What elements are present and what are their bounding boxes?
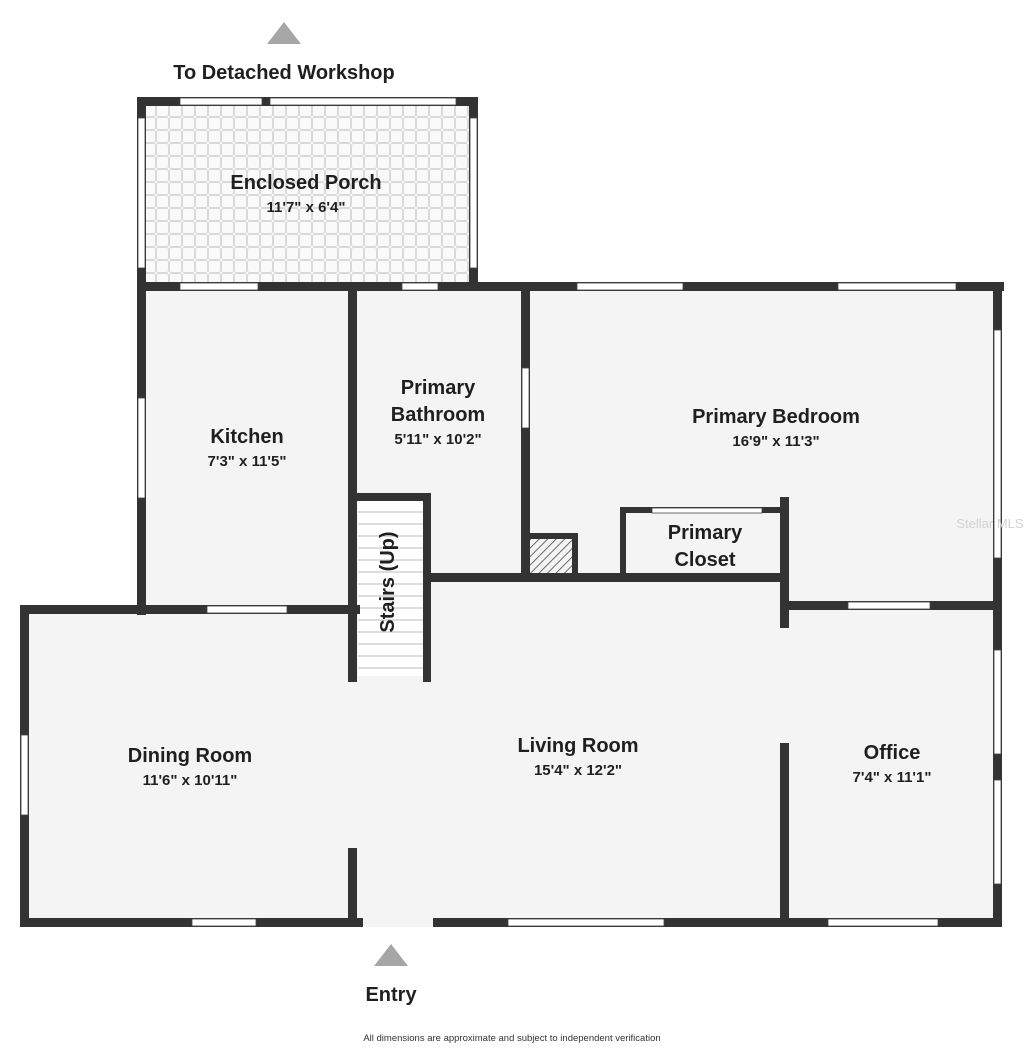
office-dim: 7'4" x 11'1" <box>853 769 932 786</box>
floors <box>26 104 998 920</box>
stairs-floor <box>358 500 426 676</box>
bathroom-dim: 5'11" x 10'2" <box>394 431 481 448</box>
bathroom-name-line1: Primary <box>401 377 476 399</box>
windows <box>20 97 1002 927</box>
dining-floor <box>26 610 353 920</box>
office-floor <box>785 606 998 920</box>
kitchen-floor <box>143 288 353 610</box>
closet-name-line2: Closet <box>674 549 735 571</box>
bathroom-name-line2: Bathroom <box>391 404 485 426</box>
entry-arrow-icon <box>374 944 408 966</box>
workshop-arrow-icon <box>267 22 301 44</box>
living-name: Living Room <box>517 735 638 757</box>
porch-floor <box>143 104 471 282</box>
porch-name: Enclosed Porch <box>230 172 381 194</box>
bedroom-dim: 16'9" x 11'3" <box>732 433 819 450</box>
kitchen-name: Kitchen <box>210 426 283 448</box>
bedroom-name: Primary Bedroom <box>692 406 860 428</box>
bedroom-floor <box>525 288 998 606</box>
closet-name-line1: Primary <box>668 522 743 544</box>
kitchen-dim: 7'3" x 11'5" <box>208 453 287 470</box>
living-dim: 15'4" x 12'2" <box>534 762 622 779</box>
stair-treads <box>358 511 426 669</box>
workshop-label: To Detached Workshop <box>173 62 395 84</box>
disclaimer: All dimensions are approximate and subje… <box>363 1033 660 1044</box>
watermark: Stellar MLS <box>956 516 1024 531</box>
office-name: Office <box>864 742 921 764</box>
dining-name: Dining Room <box>128 745 252 767</box>
entry-label: Entry <box>365 984 417 1006</box>
stairs-label: Stairs (Up) <box>377 531 399 632</box>
dining-dim: 11'6" x 10'11" <box>143 772 238 789</box>
chimney-hatch <box>530 539 572 573</box>
porch-dim: 11'7" x 6'4" <box>267 199 346 216</box>
